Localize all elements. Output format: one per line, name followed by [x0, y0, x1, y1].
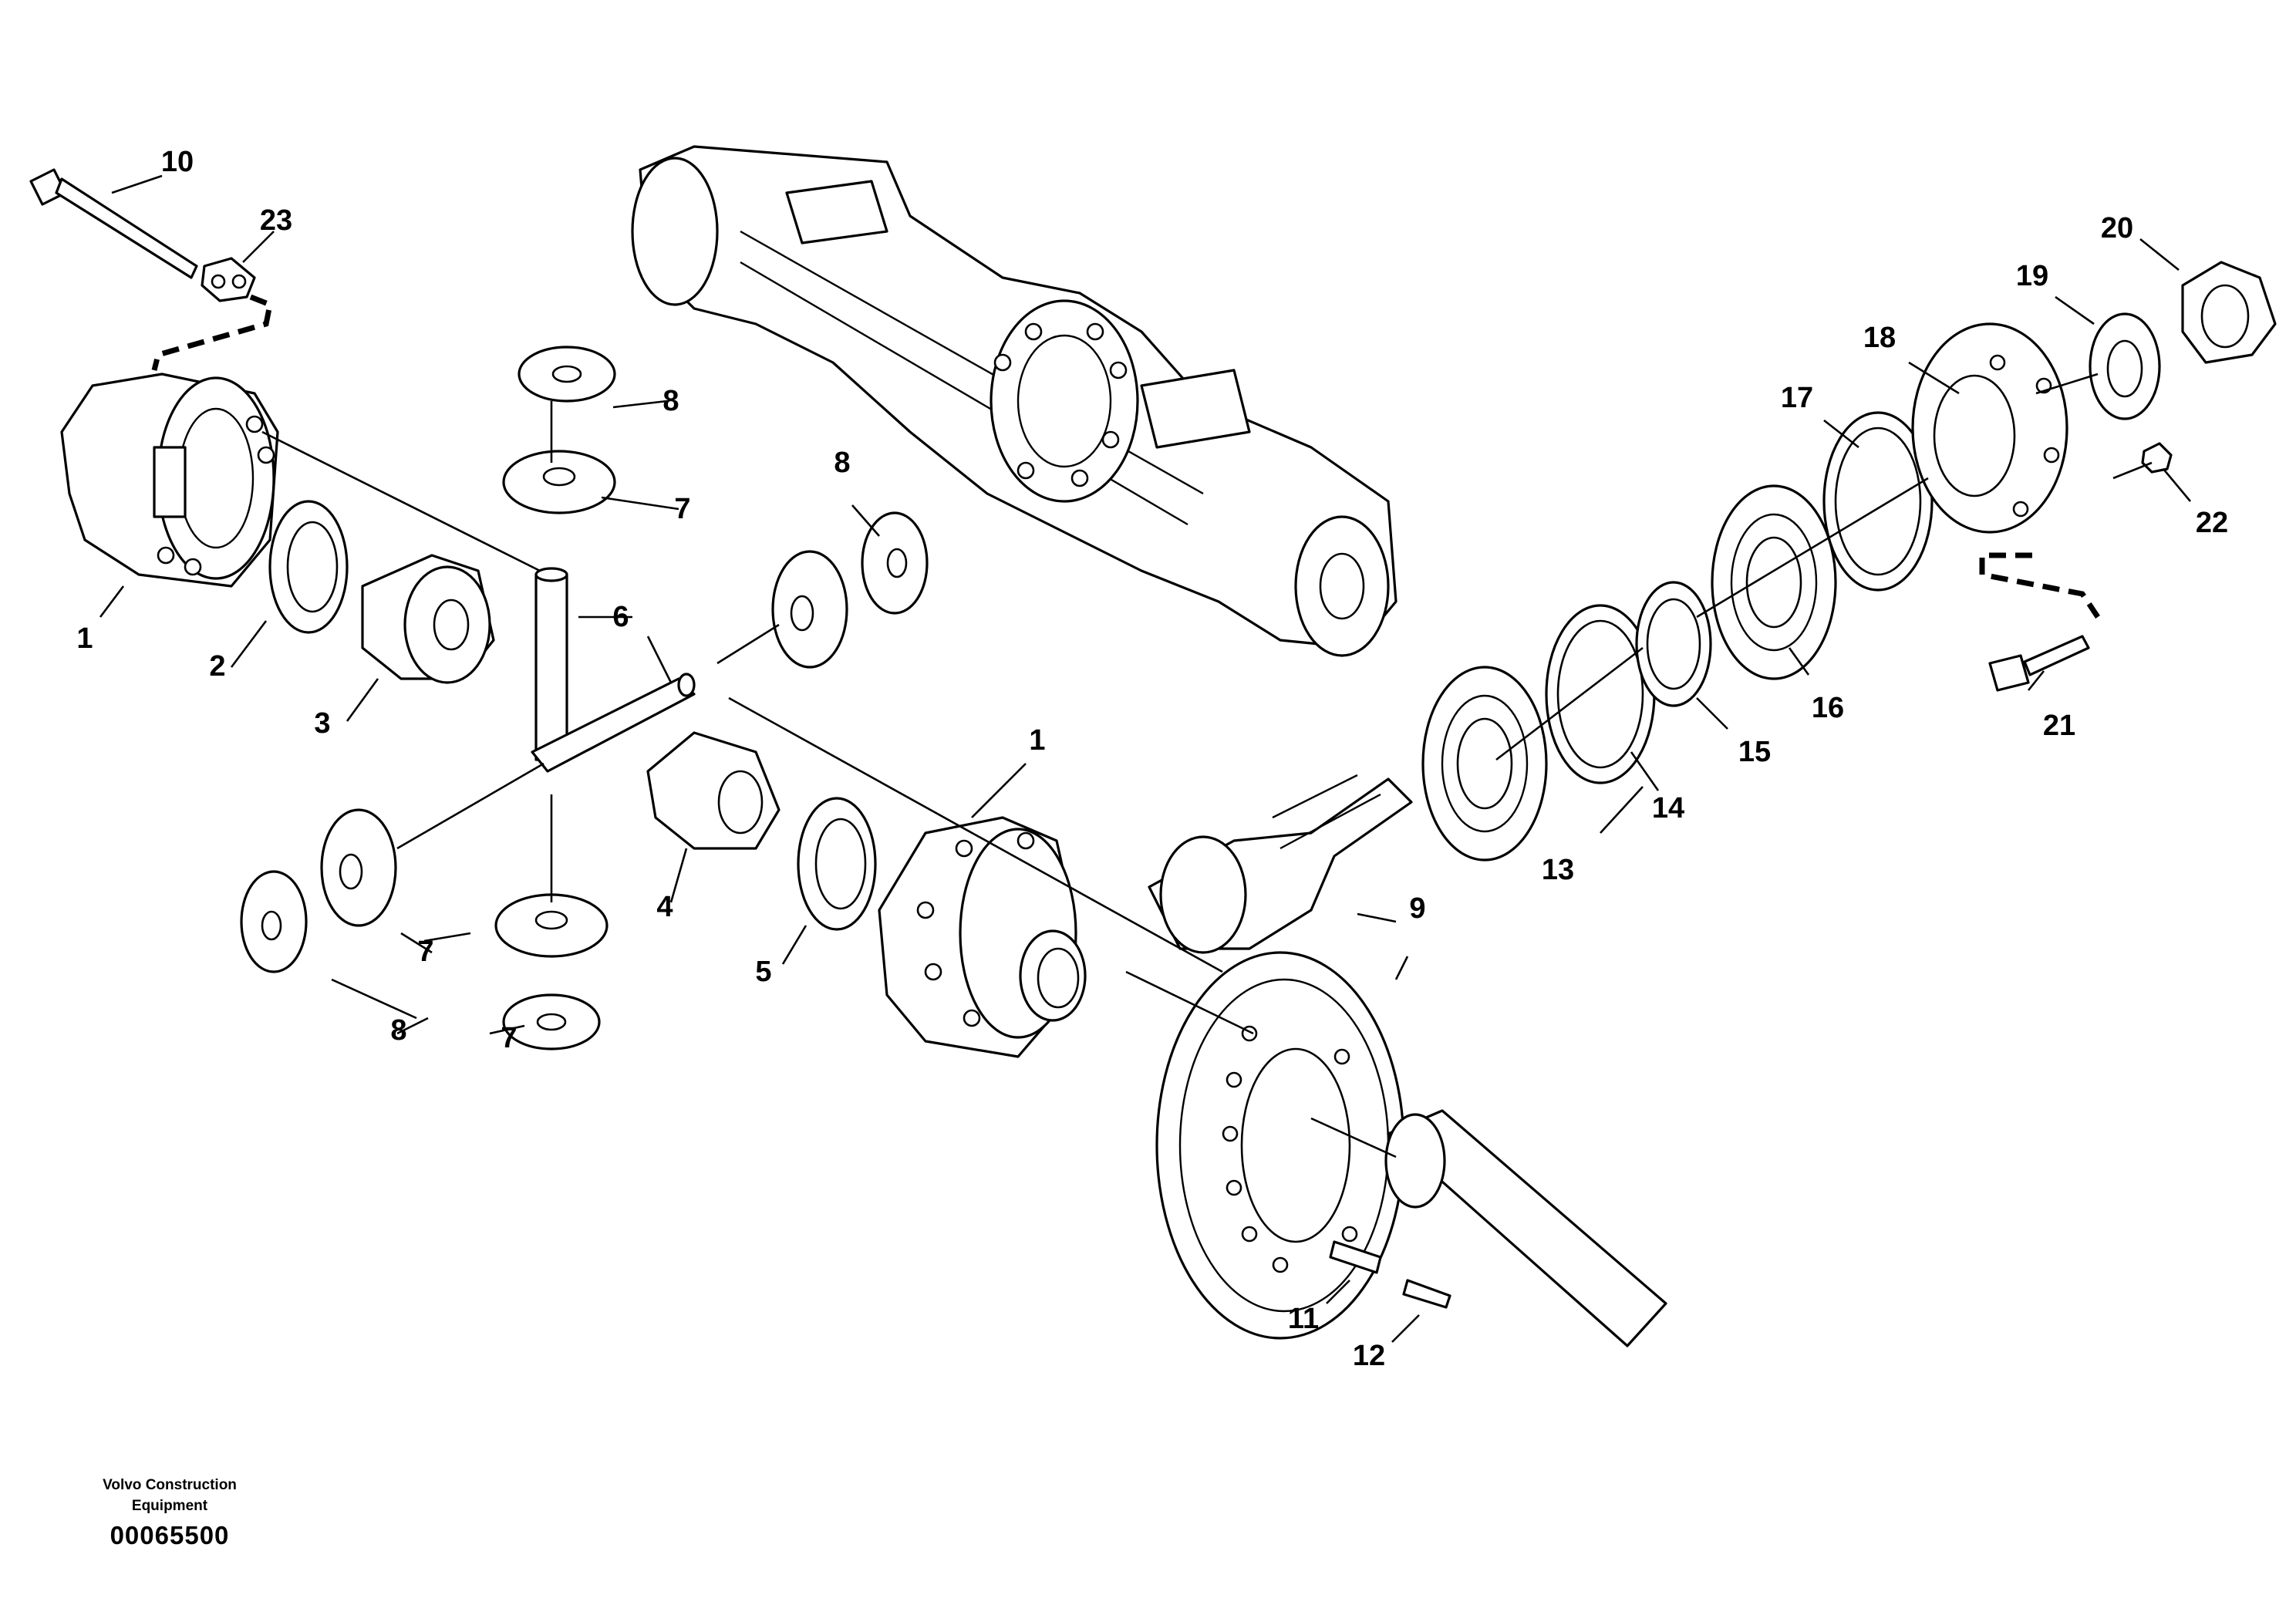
pinion-gear-7-top [502, 450, 616, 514]
differential-housing-right [878, 816, 1087, 1058]
thrust-washer-2 [268, 500, 349, 634]
callout-18: 18 [1863, 322, 1896, 354]
callout-9: 9 [1409, 892, 1425, 925]
callout-7-top: 7 [674, 493, 690, 525]
axle-shaft [1384, 1109, 1667, 1347]
callout-7-bottom: 7 [501, 1022, 517, 1054]
side-gear-3 [361, 554, 495, 684]
callout-4: 4 [656, 891, 673, 923]
bearing-16 [1711, 484, 1837, 680]
pinion-gear-7-left [320, 808, 397, 927]
callout-leader-lines [99, 174, 2191, 1343]
nut-22 [2141, 442, 2173, 474]
callout-10: 10 [161, 146, 194, 178]
callout-17: 17 [1781, 382, 1813, 414]
callout-20: 20 [2101, 212, 2133, 244]
footer-brand-block: Volvo Construction Equipment 00065500 [46, 1475, 293, 1550]
thrust-washer-8-top [518, 346, 616, 403]
callout-1-left: 1 [76, 622, 93, 655]
document-number: 00065500 [110, 1521, 230, 1549]
callout-5: 5 [755, 956, 771, 988]
axle-assembly-overview [631, 145, 1397, 657]
callout-3: 3 [314, 707, 330, 740]
connector-dashed-23 [151, 294, 274, 371]
pin-12 [1402, 1279, 1451, 1309]
bolt-10 [29, 168, 198, 279]
washer-19 [2089, 312, 2161, 420]
callout-15: 15 [1738, 736, 1771, 768]
ring-gear-9 [1155, 951, 1405, 1340]
lock-plate-23 [201, 257, 256, 302]
callout-8-bottom: 8 [390, 1014, 406, 1047]
connector-dashed-21 [1979, 552, 2100, 619]
thrust-washer-8-right [861, 511, 929, 615]
callout-2: 2 [209, 650, 225, 683]
callout-8-right: 8 [834, 447, 850, 479]
spacer-15 [1635, 581, 1712, 707]
brand-line-1: Volvo Construction [103, 1477, 237, 1493]
callout-22: 22 [2196, 507, 2228, 539]
callout-14: 14 [1652, 792, 1684, 824]
callout-7-left: 7 [417, 936, 433, 968]
thrust-washer-8-left [240, 870, 308, 973]
side-gear-4 [646, 731, 781, 850]
nut-20 [2181, 261, 2277, 364]
callout-11: 11 [1288, 1303, 1319, 1335]
callout-16: 16 [1812, 692, 1844, 724]
seal-17 [1822, 411, 1934, 592]
thrust-washer-8-bottom [502, 993, 601, 1050]
callout-21: 21 [2043, 710, 2075, 742]
callout-8-top: 8 [663, 385, 679, 417]
callout-23: 23 [260, 204, 292, 237]
pinion-gear-7-right [771, 550, 848, 669]
callout-19: 19 [2016, 260, 2048, 292]
pin-11 [1329, 1240, 1382, 1274]
assembly-axis-lines [261, 373, 2153, 1158]
callout-1-right: 1 [1029, 724, 1045, 757]
bearing-13 [1421, 666, 1548, 862]
cross-shaft-6 [531, 567, 696, 773]
differential-housing-left [60, 373, 279, 588]
bolt-21 [1988, 635, 2090, 692]
flange-18 [1911, 322, 2068, 534]
drive-pinion-9 [1148, 774, 1413, 954]
callout-12: 12 [1353, 1340, 1385, 1372]
callout-6: 6 [612, 601, 629, 633]
shim-ring-14 [1545, 604, 1656, 784]
pinion-gear-7-bottom [494, 893, 609, 958]
brand-line-2: Equipment [131, 1498, 208, 1514]
callout-labels: 10 23 8 7 8 6 1 2 3 1 4 5 7 8 9 13 14 15… [76, 146, 2228, 1372]
callout-13: 13 [1542, 854, 1574, 886]
thrust-washer-5 [797, 797, 877, 931]
